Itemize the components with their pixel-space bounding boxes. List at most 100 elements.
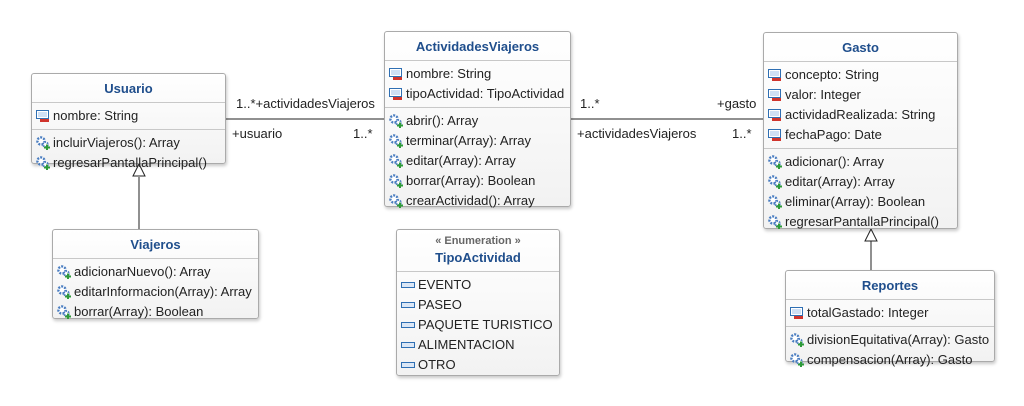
field-icon [790, 306, 804, 320]
association-end-actividades-label: 1..*+actividadesViajeros [236, 96, 375, 111]
operation-text: editar(Array): Array [785, 174, 895, 189]
attribute-row[interactable]: concepto: String [768, 65, 953, 85]
operation-row[interactable]: regresarPantallaPrincipal() [768, 212, 953, 232]
operation-row[interactable]: regresarPantallaPrincipal() [36, 153, 221, 173]
enum-literal-icon [401, 298, 415, 312]
operation-text: eliminar(Array): Boolean [785, 194, 926, 209]
attribute-row[interactable]: fechaPago: Date [768, 125, 953, 145]
attributes-reportes: totalGastado: Integer [786, 300, 994, 326]
method-icon [768, 155, 782, 170]
class-name-actividades-viajeros: ActividadesViajeros [415, 39, 540, 54]
class-name-viajeros: Viajeros [130, 237, 181, 252]
operation-row[interactable]: adicionar(): Array [768, 152, 953, 172]
field-icon [768, 68, 782, 82]
operation-row[interactable]: abrir(): Array [389, 111, 566, 131]
field-icon [389, 67, 403, 81]
operation-text: terminar(Array): Array [406, 133, 531, 148]
operation-row[interactable]: adicionarNuevo(): Array [57, 262, 254, 282]
enum-literal-row[interactable]: EVENTO [401, 275, 555, 295]
generalization-arrow-gasto [864, 227, 878, 242]
class-reportes[interactable]: Reportes totalGastado: Integer divisionE… [785, 270, 995, 368]
class-usuario[interactable]: Usuario nombre: String incluirViajeros()… [31, 73, 226, 171]
class-name-tipo-actividad: TipoActividad [435, 250, 521, 265]
enum-literal-row[interactable]: OTRO [401, 355, 555, 375]
operation-row[interactable]: crearActividad(): Array [389, 191, 566, 211]
operation-text: adicionar(): Array [785, 154, 884, 169]
field-icon [36, 109, 50, 123]
attribute-row[interactable]: actividadRealizada: String [768, 105, 953, 125]
attributes-actividades-viajeros: nombre: String tipoActividad: TipoActivi… [385, 61, 570, 107]
operation-text: borrar(Array): Boolean [74, 304, 204, 319]
operation-row[interactable]: editarInformacion(Array): Array [57, 282, 254, 302]
operation-row[interactable]: editar(Array): Array [389, 151, 566, 171]
operation-text: compensacion(Array): Gasto [807, 352, 973, 367]
enum-literal-icon [401, 278, 415, 292]
method-icon [389, 174, 403, 189]
attribute-text: fechaPago: Date [785, 127, 882, 142]
operation-row[interactable]: compensacion(Array): Gasto [790, 350, 990, 370]
enum-literal-icon [401, 338, 415, 352]
operation-text: editarInformacion(Array): Array [74, 284, 252, 299]
attribute-text: valor: Integer [785, 87, 861, 102]
method-icon [57, 265, 71, 280]
operation-text: divisionEquitativa(Array): Gasto [807, 332, 990, 347]
enum-tipo-actividad[interactable]: « Enumeration » TipoActividad EVENTO PAS… [396, 229, 560, 376]
method-icon [768, 215, 782, 230]
operation-row[interactable]: borrar(Array): Boolean [57, 302, 254, 322]
class-gasto[interactable]: Gasto concepto: String valor: Integer ac… [763, 32, 958, 232]
attributes-gasto: concepto: String valor: Integer activida… [764, 62, 957, 148]
enum-literal-icon [401, 318, 415, 332]
operation-row[interactable]: divisionEquitativa(Array): Gasto [790, 330, 990, 350]
operation-text: abrir(): Array [406, 113, 479, 128]
class-actividades-viajeros[interactable]: ActividadesViajeros nombre: String tipoA… [384, 31, 571, 209]
operation-text: editar(Array): Array [406, 153, 516, 168]
operations-viajeros: adicionarNuevo(): Array editarInformacio… [53, 259, 258, 325]
method-icon [36, 156, 50, 171]
attribute-text: totalGastado: Integer [807, 305, 929, 320]
operations-usuario: incluirViajeros(): Array regresarPantall… [32, 129, 225, 176]
attribute-row[interactable]: nombre: String [36, 106, 221, 126]
method-icon [389, 134, 403, 149]
operation-text: borrar(Array): Boolean [406, 173, 536, 188]
attribute-row[interactable]: tipoActividad: TipoActividad [389, 84, 566, 104]
operation-text: adicionarNuevo(): Array [74, 264, 211, 279]
literal-text: OTRO [418, 357, 456, 372]
operations-actividades-viajeros: abrir(): Array terminar(Array): Array ed… [385, 107, 570, 214]
class-name-usuario: Usuario [104, 81, 153, 96]
operation-row[interactable]: terminar(Array): Array [389, 131, 566, 151]
attribute-text: tipoActividad: TipoActividad [406, 86, 565, 101]
method-icon [57, 305, 71, 320]
literal-text: ALIMENTACION [418, 337, 515, 352]
operation-text: incluirViajeros(): Array [53, 135, 180, 150]
association-end-gasto-multiplicity: 1..* [580, 96, 600, 111]
operation-row[interactable]: editar(Array): Array [768, 172, 953, 192]
literal-text: PASEO [418, 297, 462, 312]
class-viajeros[interactable]: Viajeros adicionarNuevo(): Array editarI… [52, 229, 259, 320]
operations-reportes: divisionEquitativa(Array): Gasto compens… [786, 326, 994, 373]
attribute-row[interactable]: nombre: String [389, 64, 566, 84]
attribute-text: nombre: String [53, 108, 139, 123]
enum-literal-row[interactable]: PAQUETE TURISTICO [401, 315, 555, 335]
attribute-text: concepto: String [785, 67, 879, 82]
operation-row[interactable]: eliminar(Array): Boolean [768, 192, 953, 212]
method-icon [389, 114, 403, 129]
enum-literal-row[interactable]: ALIMENTACION [401, 335, 555, 355]
operation-row[interactable]: borrar(Array): Boolean [389, 171, 566, 191]
operation-text: crearActividad(): Array [406, 193, 535, 208]
field-icon [768, 88, 782, 102]
enum-literal-row[interactable]: PASEO [401, 295, 555, 315]
operation-row[interactable]: incluirViajeros(): Array [36, 133, 221, 153]
method-icon [790, 353, 804, 368]
field-icon [389, 87, 403, 101]
operation-text: regresarPantallaPrincipal() [785, 214, 939, 229]
method-icon [36, 136, 50, 151]
field-icon [768, 128, 782, 142]
attribute-row[interactable]: totalGastado: Integer [790, 303, 990, 323]
field-icon [768, 108, 782, 122]
attribute-row[interactable]: valor: Integer [768, 85, 953, 105]
attribute-text: nombre: String [406, 66, 492, 81]
class-name-reportes: Reportes [861, 278, 919, 293]
enum-literal-icon [401, 358, 415, 372]
literal-text: PAQUETE TURISTICO [418, 317, 553, 332]
